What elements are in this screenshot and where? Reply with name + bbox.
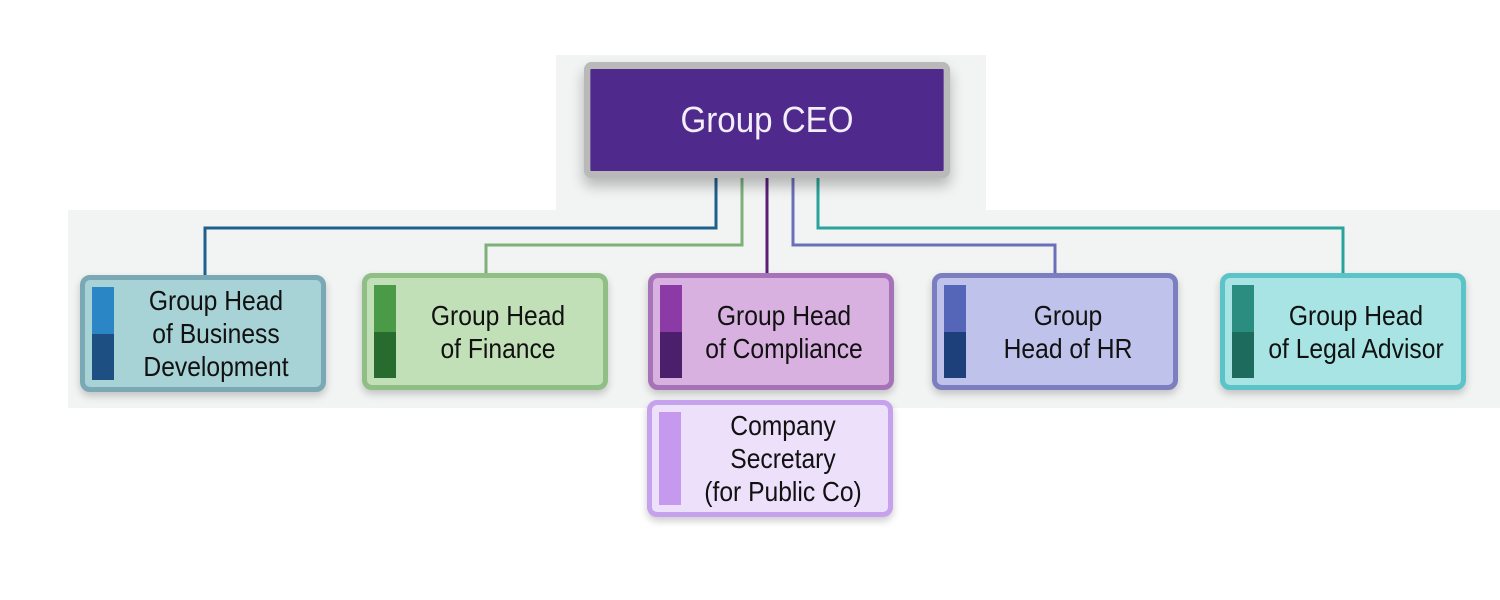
node-business-development[interactable]: Group Head of Business Development [80, 275, 326, 392]
node-compliance[interactable]: Group Head of Compliance [648, 273, 894, 390]
node-label: Group Head of Finance [430, 299, 566, 364]
connector-business-development [203, 178, 718, 276]
accent-bar [660, 285, 682, 378]
node-label: Group Head of Legal Advisor [1268, 299, 1444, 364]
accent-bar [374, 285, 396, 378]
node-label: Company Secretary (for Public Co) [704, 410, 862, 507]
ceo-node[interactable]: Group CEO [583, 62, 951, 178]
node-label: Group Head of HR [1003, 299, 1133, 364]
node-company-secretary[interactable]: Company Secretary (for Public Co) [647, 400, 893, 517]
connector-finance [484, 178, 744, 274]
node-finance[interactable]: Group Head of Finance [362, 273, 608, 390]
connector-hr [791, 178, 1057, 274]
ceo-label: Group CEO [680, 99, 854, 140]
accent-bar [659, 412, 681, 505]
accent-bar [92, 287, 114, 380]
accent-bar [1232, 285, 1254, 378]
node-label: Group Head of Compliance [705, 299, 863, 364]
connector-legal [816, 178, 1345, 274]
node-label: Group Head of Business Development [143, 285, 289, 382]
node-legal-advisor[interactable]: Group Head of Legal Advisor [1220, 273, 1466, 390]
accent-bar [944, 285, 966, 378]
node-hr[interactable]: Group Head of HR [932, 273, 1178, 390]
